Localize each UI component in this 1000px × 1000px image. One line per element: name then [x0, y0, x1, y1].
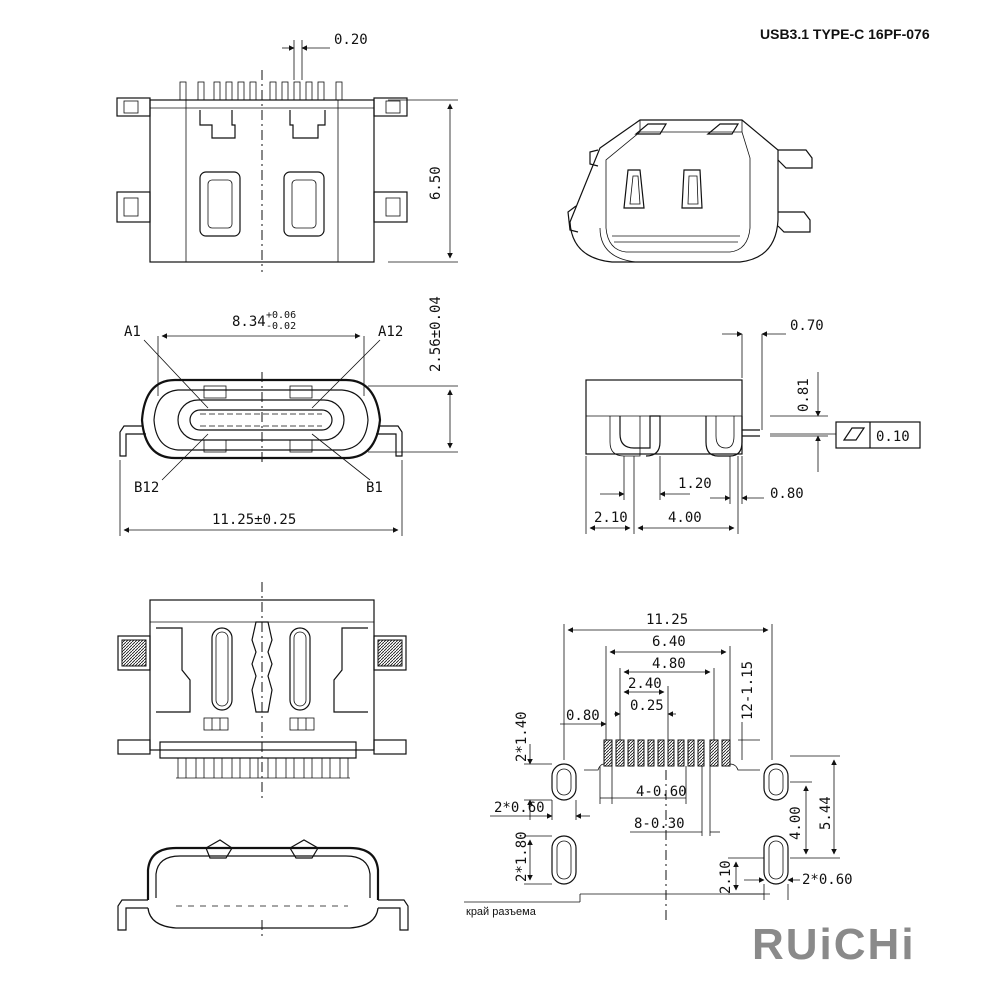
side-view-body	[585, 379, 743, 455]
pad-row	[603, 739, 731, 767]
dim-height: 6.50	[428, 166, 444, 200]
fp-slot-top: 2*1.40	[514, 711, 530, 762]
fp-pad4: 4-0.60	[636, 784, 687, 800]
fp-slot-right: 2*0.60	[802, 872, 853, 888]
front-view: 8.34 +0.06 -0.02 2.56±0.04 A1 A12 B12 B1…	[119, 296, 458, 536]
label-a1: A1	[124, 324, 141, 340]
drawing-title: USB3.1 TYPE-C 16PF-076	[760, 26, 930, 42]
fp-480: 4.80	[652, 656, 686, 672]
label-b1: B1	[366, 480, 383, 496]
fp-240: 2.40	[628, 676, 662, 692]
fp-slot-gap: 2*0.60	[494, 800, 545, 816]
dim-side-b: 0.81	[796, 378, 812, 412]
dim-side-a: 0.70	[790, 318, 824, 334]
top-view-pins	[179, 81, 343, 101]
fp-width: 11.25	[646, 612, 688, 628]
fp-pad8: 8-0.30	[634, 816, 685, 832]
top-view: 0.20 6.50	[116, 32, 458, 272]
dim-opening-tol-lower: -0.02	[266, 321, 296, 332]
dim-opening-tol-upper: +0.06	[266, 310, 296, 321]
dim-opening-height: 2.56±0.04	[428, 296, 444, 372]
label-a12: A12	[378, 324, 403, 340]
dim-flatness: 0.10	[876, 429, 910, 445]
dim-side-c: 1.20	[678, 476, 712, 492]
fp-pitch-note: 12-1.15	[740, 661, 756, 720]
connector-edge-note: край разъема	[466, 906, 536, 918]
dim-side-e: 2.10	[594, 510, 628, 526]
dim-side-d: 0.80	[770, 486, 804, 502]
flatness-symbol	[842, 427, 866, 441]
brand-logo: RUiCHi	[752, 920, 916, 969]
rear-view	[117, 839, 409, 936]
fp-slot-bottom: 2*1.80	[514, 831, 530, 882]
isometric-view	[567, 119, 813, 263]
side-view: 0.70 0.81 0.10 1.20 0.80 2.10 4.00	[585, 318, 921, 534]
bottom-view	[117, 582, 407, 800]
fp-v544: 5.44	[818, 796, 834, 830]
dim-side-f: 4.00	[668, 510, 702, 526]
fp-080: 0.80	[566, 708, 600, 724]
label-b12: B12	[134, 480, 159, 496]
fp-640: 6.40	[652, 634, 686, 650]
front-view-shell	[140, 378, 382, 460]
pcb-footprint: 11.25 6.40 4.80 2.40 0.25 0.80 12-1.15	[464, 612, 853, 924]
dim-overall-width: 11.25±0.25	[212, 512, 296, 528]
fp-v400: 4.00	[788, 806, 804, 840]
fp-025: 0.25	[630, 698, 664, 714]
dim-pin-width: 0.20	[334, 32, 368, 48]
flatness-frame	[835, 421, 921, 449]
dim-opening-width: 8.34	[232, 314, 266, 330]
fp-v210: 2.10	[718, 860, 734, 894]
